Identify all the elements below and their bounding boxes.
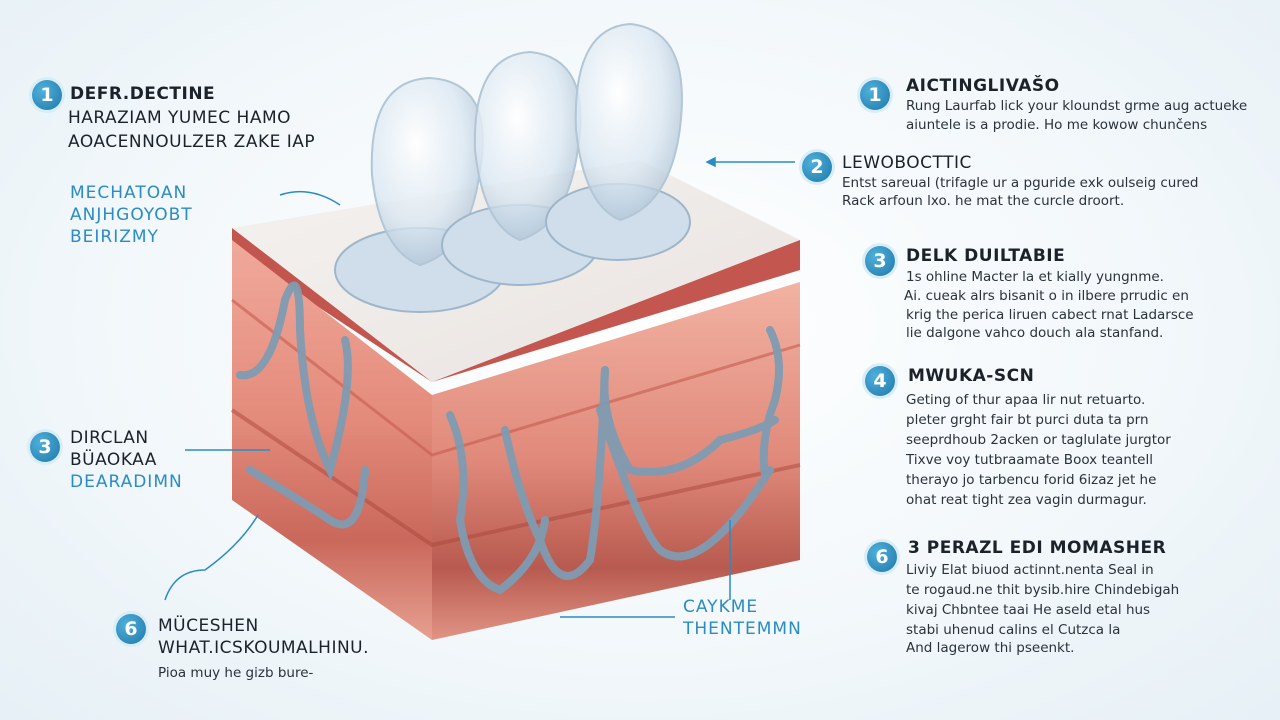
right-3-line-3: krig the perica liruen cabect rnat Ladar… bbox=[906, 307, 1194, 323]
left-blue-label-3: BEIRIZMY bbox=[70, 227, 159, 247]
right-5-line-2: te rogaud.ne thit bysib.hire Chindebigah bbox=[906, 582, 1180, 598]
left-top-number-badge: 1 bbox=[32, 80, 62, 110]
right-1-line-2: aiuntele is a prodie. Ho me kowow chunče… bbox=[906, 117, 1208, 133]
right-2-number-badge: 2 bbox=[802, 152, 832, 182]
center-bottom-line-2: THENTEMMN bbox=[683, 619, 802, 639]
right-4-line-6: ohat reat tight zea vagin durmagur. bbox=[906, 492, 1147, 508]
right-3-number-badge: 3 bbox=[865, 246, 895, 276]
left-mid-blue-line: DEARADIMN bbox=[70, 472, 183, 492]
left-bottom-line-1: MÜCESHEN bbox=[158, 616, 259, 636]
right-4-line-4: Tixve voy tutbraamate Boox teantell bbox=[906, 452, 1153, 468]
right-5-line-3: kivaj Chbntee taai He aseld etal hus bbox=[906, 602, 1151, 618]
right-5-line-5: And lagerow thi pseenkt. bbox=[906, 640, 1075, 656]
right-4-line-1: Geting of thur apaa lir nut retuarto. bbox=[906, 392, 1146, 408]
right-1-number-badge: 1 bbox=[860, 80, 890, 110]
left-top-line-3: AOACENNOULZER ZAKE IAP bbox=[68, 132, 316, 152]
left-mid-number-badge: 3 bbox=[30, 432, 60, 462]
left-mid-line-1: DIRCLAN bbox=[70, 428, 149, 448]
left-bottom-line-2: WHAT.ICSKOUMALHINU. bbox=[158, 638, 370, 658]
left-top-title: DEFR.DECTINE bbox=[70, 84, 216, 104]
microneedle-domes bbox=[334, 22, 691, 313]
left-bottom-number-badge: 6 bbox=[116, 614, 146, 644]
pointer-lines bbox=[164, 156, 795, 618]
left-mid-line-2: BÜAOKAA bbox=[70, 450, 157, 470]
right-4-line-3: seeprdhoub 2acken or taglulate jurgtor bbox=[906, 432, 1171, 448]
right-5-number-badge: 6 bbox=[867, 542, 897, 572]
right-3-line-2: Ai. cueak alrs bisanit o in ilbere prrud… bbox=[904, 288, 1189, 304]
right-2-line-2: Rack arfoun lxo. he mat the curcle droor… bbox=[842, 193, 1125, 209]
left-blue-label-2: ANJHGOYOBT bbox=[70, 205, 193, 225]
right-3-line-1: 1s ohline Macter la et kially yungnme. bbox=[906, 269, 1164, 285]
right-5-title: 3 PERAZL EDI MOMASHER bbox=[908, 538, 1167, 558]
right-1-title: AICTINGLIVAŠO bbox=[906, 76, 1060, 96]
left-top-line-2: HARAZIAM YUMEC HAMO bbox=[68, 108, 291, 128]
right-1-line-1: Rung Laurfab lick your kloundst grme aug… bbox=[906, 98, 1248, 114]
right-2-title: LEWOBOCTTIC bbox=[842, 153, 972, 173]
right-4-title: MWUKA-SCN bbox=[908, 366, 1035, 386]
right-4-number-badge: 4 bbox=[865, 366, 895, 396]
right-4-line-2: pleter grght fair bt purci duta ta prn bbox=[906, 412, 1149, 428]
center-bottom-line-1: CAYKME bbox=[683, 597, 759, 617]
left-bottom-caption: Pioa muy he gizb bure- bbox=[158, 665, 314, 681]
left-blue-label-1: MECHATOAN bbox=[70, 183, 188, 203]
right-2-line-1: Entst sareual (trifagle ur a pguride exk… bbox=[842, 175, 1199, 191]
blood-vessels bbox=[236, 281, 783, 595]
right-5-line-4: stabi uhenud calins el Cutzca la bbox=[906, 622, 1121, 638]
right-3-title: DELK DUILTABIE bbox=[906, 246, 1066, 266]
right-3-line-4: lie dalgone vahco douch ala stanfand. bbox=[906, 325, 1164, 341]
right-4-line-5: therayo jo tarbencu forid 6izaz jet he bbox=[906, 472, 1157, 488]
right-5-line-1: Liviy Elat biuod actinnt.nenta Seal in bbox=[906, 562, 1154, 578]
dermis-band bbox=[232, 228, 800, 382]
